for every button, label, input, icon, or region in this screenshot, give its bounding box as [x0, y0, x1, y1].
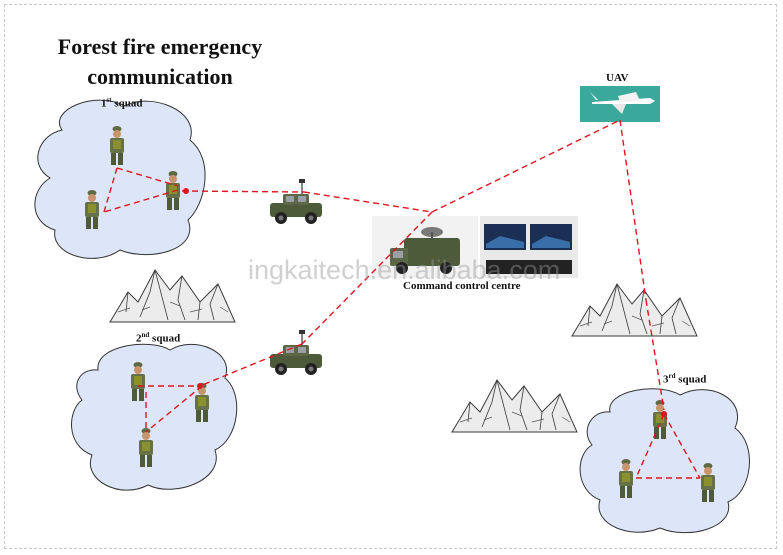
communication-links: [103, 119, 701, 479]
squad-3-area: [579, 388, 750, 534]
link-1st-to-vehicle: [181, 190, 305, 193]
link-3rd-top-left: [635, 413, 665, 479]
link-1st-top-right: [116, 167, 179, 187]
command-vehicle-photo: [372, 216, 478, 278]
control-room-screens-photo: [480, 216, 578, 278]
link-2nd-right-bottom: [145, 385, 203, 433]
radio-node-1st: [183, 188, 189, 194]
diagram-title: Forest fire emergency communication: [40, 32, 280, 92]
command-centre-label: Command control centre: [403, 280, 521, 292]
squad-3-label: 3rd squad: [663, 372, 707, 386]
squad-1-label: 1st squad: [101, 96, 143, 110]
link-ccc-to-lower-vehicle: [301, 211, 433, 345]
link-mountain-to-3rd: [645, 299, 665, 411]
radio-node-2nd: [197, 383, 203, 389]
link-uav-to-mountain: [619, 119, 647, 301]
link-vehicle-to-ccc: [303, 191, 433, 213]
title-line-2: communication: [87, 64, 233, 89]
title-line-1: Forest fire emergency: [57, 34, 263, 59]
uav-label: UAV: [606, 72, 629, 84]
watermark-text: ingkaitech.en.alibaba.com: [248, 255, 561, 285]
squad-2-area: [71, 343, 238, 491]
mountain-range-right: [571, 283, 698, 337]
squad-1-area: [34, 99, 206, 259]
link-lower-vehicle-to-2nd: [199, 343, 303, 387]
mountain-range-left: [109, 269, 236, 323]
dashed-frame: [4, 4, 777, 549]
link-ccc-to-uav: [431, 119, 621, 213]
radio-node-3rd: [661, 411, 667, 417]
vehicle-relay-lower: [269, 329, 323, 376]
squad-2-label: 2nd squad: [136, 331, 181, 345]
uav-drone: [580, 86, 660, 122]
mountain-range-middle: [451, 379, 578, 433]
link-1st-right-left: [103, 189, 179, 213]
link-3rd-top-right: [663, 413, 701, 479]
link-1st-top-left: [103, 167, 118, 213]
vehicle-relay-upper: [269, 178, 323, 225]
